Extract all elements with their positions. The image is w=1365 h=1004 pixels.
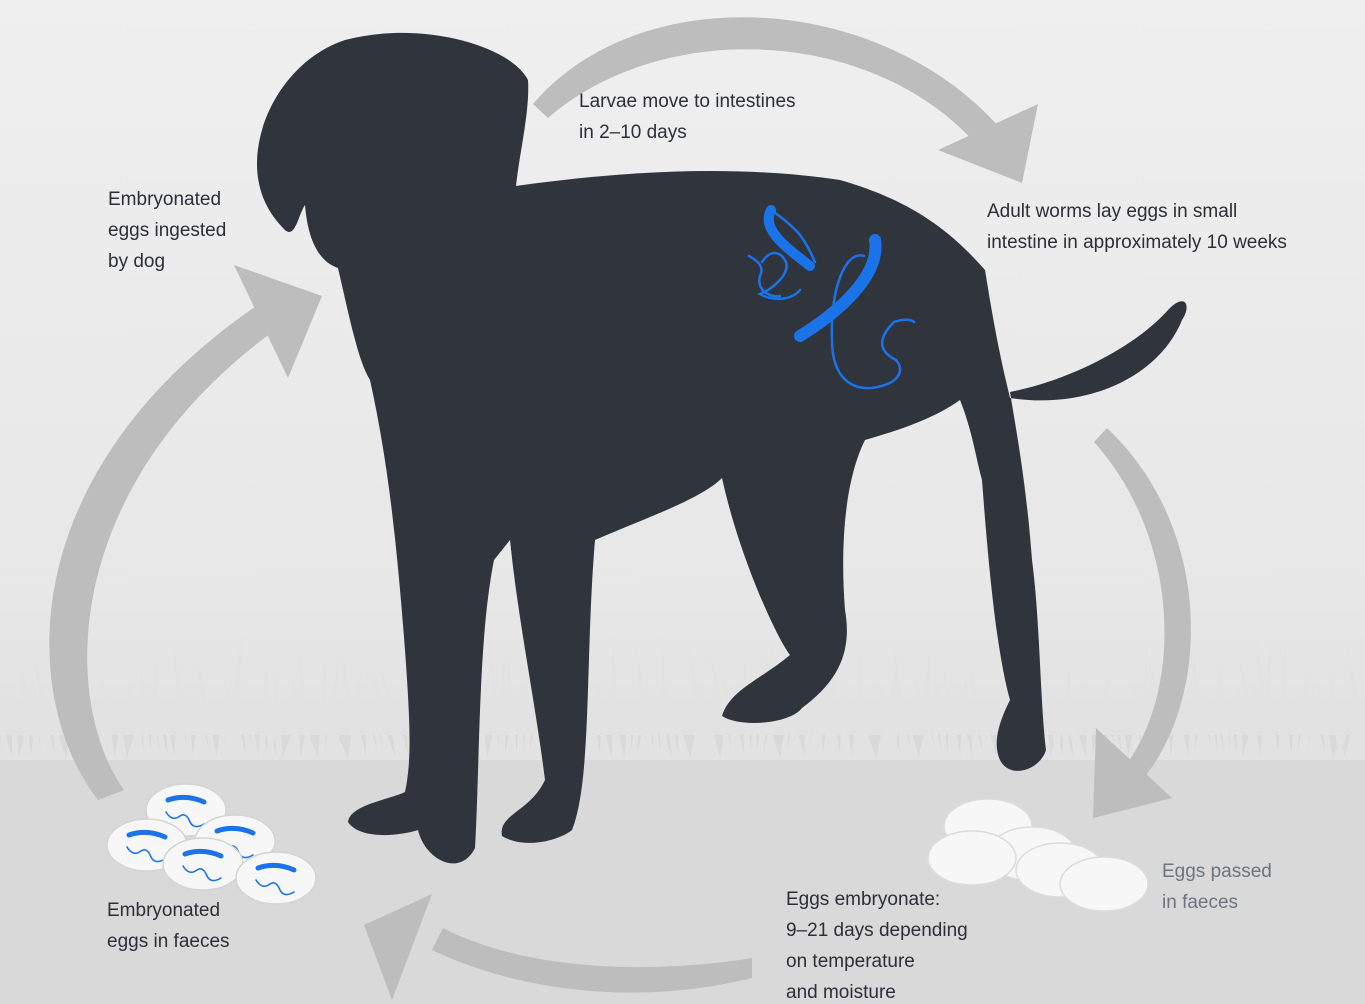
label-eggs-embryonate: Eggs embryonate: 9–21 days depending on … [786, 884, 968, 1004]
egg-shell [236, 852, 316, 904]
label-embryonate-line-3: on temperature [786, 946, 968, 977]
label-ingested-line-1: Embryonated [108, 184, 226, 215]
label-embryonate-line-2: 9–21 days depending [786, 915, 968, 946]
label-eggs-ingested: Embryonated eggs ingested by dog [108, 184, 226, 277]
label-embryonated-eggs-in-faeces: Embryonated eggs in faeces [107, 895, 230, 957]
label-faeces-line-1: Embryonated [107, 895, 230, 926]
embryonated-egg [163, 838, 243, 890]
label-embryonate-line-4: and moisture [786, 977, 968, 1004]
egg [928, 831, 1016, 885]
label-passed-line-2: in faeces [1162, 887, 1272, 918]
label-faeces-line-2: eggs in faeces [107, 926, 230, 957]
label-embryonate-line-1: Eggs embryonate: [786, 884, 968, 915]
label-eggs-passed: Eggs passed in faeces [1162, 856, 1272, 918]
label-adult-worms: Adult worms lay eggs in small intestine … [987, 196, 1287, 258]
label-ingested-line-3: by dog [108, 246, 226, 277]
label-passed-line-1: Eggs passed [1162, 856, 1272, 887]
embryonated-egg [236, 852, 316, 904]
label-adult-line-2: intestine in approximately 10 weeks [987, 227, 1287, 258]
label-larvae: Larvae move to intestines in 2–10 days [579, 86, 796, 148]
label-larvae-line-1: Larvae move to intestines [579, 86, 796, 117]
label-larvae-line-2: in 2–10 days [579, 117, 796, 148]
label-ingested-line-2: eggs ingested [108, 215, 226, 246]
label-adult-line-1: Adult worms lay eggs in small [987, 196, 1287, 227]
egg-shell [163, 838, 243, 890]
egg [1060, 857, 1148, 911]
